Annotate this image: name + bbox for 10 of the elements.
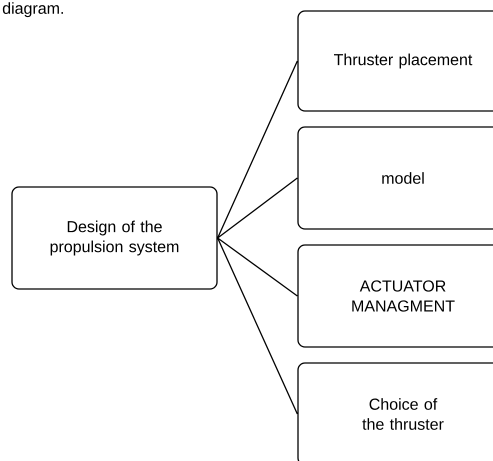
- connector-line: [217, 177, 298, 239]
- process-box: Choice of the thruster: [297, 362, 493, 461]
- process-box: model: [297, 126, 493, 230]
- connector-line: [217, 238, 298, 414]
- process-box: ACTUATOR MANAGMENT: [297, 244, 493, 348]
- connector-line: [217, 60, 298, 238]
- process-box: Thruster placement: [297, 10, 493, 112]
- connector-line: [217, 237, 298, 297]
- text-fragment: diagram.: [2, 2, 63, 18]
- process-box: Design of the propulsion system: [11, 186, 218, 290]
